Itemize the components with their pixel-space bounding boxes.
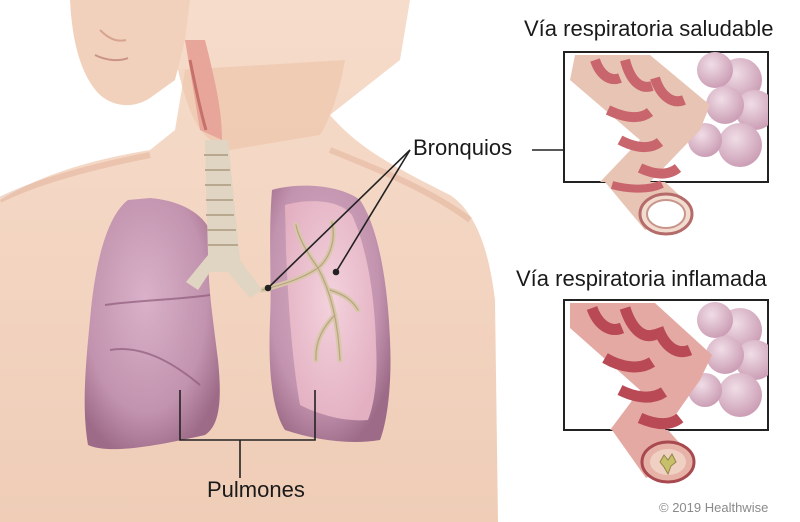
body-figure xyxy=(0,0,498,522)
inflamed-airway-title: Vía respiratoria inflamada xyxy=(516,266,767,291)
copyright-notice: © 2019 Healthwise xyxy=(659,500,769,515)
healthy-airway-title: Vía respiratoria saludable xyxy=(524,16,774,41)
trachea xyxy=(186,140,262,298)
throat xyxy=(185,40,222,140)
left-lung xyxy=(259,185,391,442)
right-lung xyxy=(84,198,220,450)
inflamed-airway-inset xyxy=(563,299,769,484)
lungs-label: Pulmones xyxy=(207,477,305,502)
bronchi-label: Bronquios xyxy=(413,135,513,160)
healthy-airway-inset xyxy=(563,51,769,236)
